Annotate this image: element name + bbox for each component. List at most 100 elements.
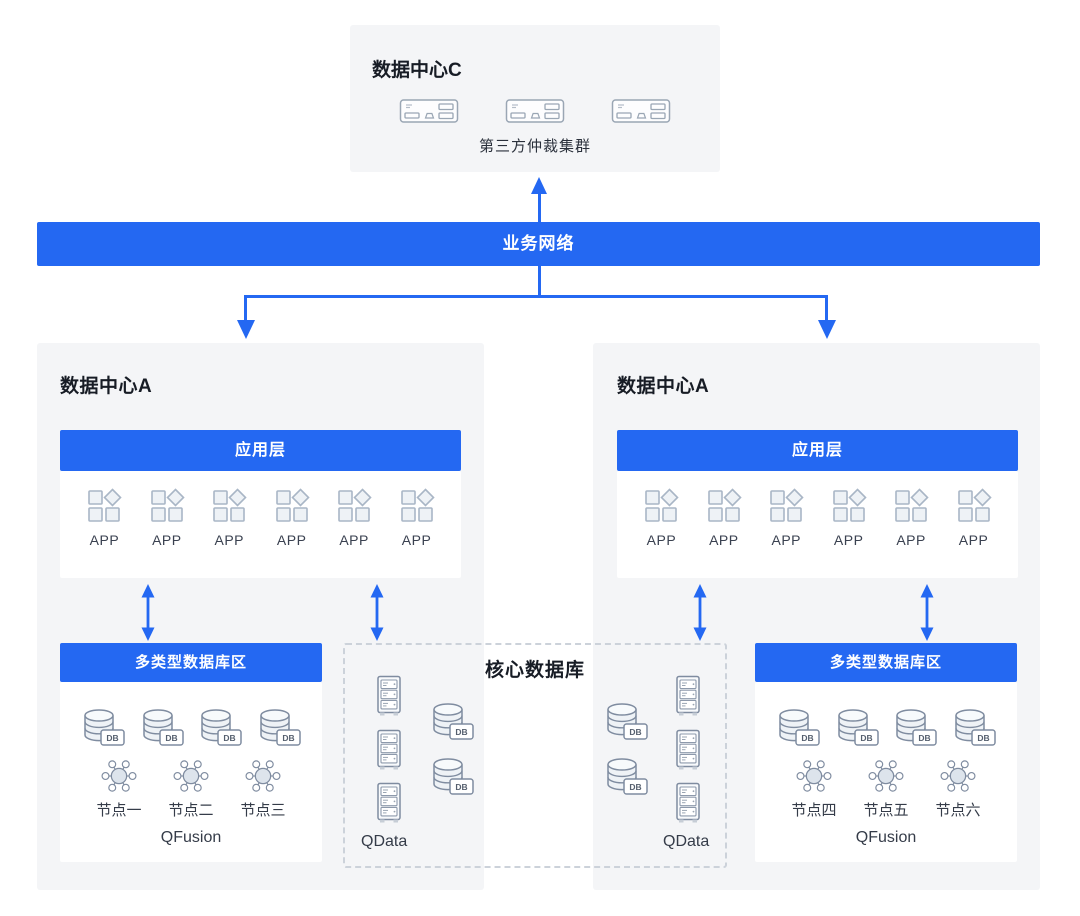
app-item: APP [956,471,992,548]
app-grid-icon [768,488,804,524]
server-icon [505,97,565,125]
datacenter-right-panel: 数据中心A 应用层 APP APP APP APP APP [593,343,1040,890]
node-label: 节点二 [168,802,214,819]
app-grid-icon [956,488,992,524]
cluster-node-icon [868,758,904,794]
app-item: APP [643,471,679,548]
app-label: APP [958,532,989,548]
app-grid-icon [893,488,929,524]
db-zone-bar: 多类型数据库区 [60,643,322,682]
node-label: 节点四 [791,802,837,819]
database-icon [429,757,475,797]
node-item: 节点一 [86,758,152,820]
app-grid-icon [831,488,867,524]
cluster-node-icon [796,758,832,794]
connector-line [244,295,828,298]
db-row [60,708,322,748]
server-icon [399,97,459,125]
datacenter-right-title: 数据中心A [617,376,710,397]
rack-server-icon [673,782,703,824]
app-item: APP [399,471,435,548]
cluster-node-icon [245,758,281,794]
node-label: 节点六 [935,802,981,819]
business-network-banner: 业务网络 [37,222,1040,266]
db-row [755,708,1017,748]
app-grid-icon [336,488,372,524]
db-zone-bar: 多类型数据库区 [755,643,1017,682]
rack-server-icon [374,782,404,824]
connector-line [538,266,541,296]
node-item: 节点六 [925,758,991,820]
app-label: APP [709,532,739,548]
app-label: APP [339,532,369,548]
node-label: 节点三 [240,802,286,819]
qfusion-label: QFusion [855,829,917,846]
connector-line [825,295,828,321]
server-icon [611,97,671,125]
node-item: 节点二 [158,758,224,820]
qfusion-label: QFusion [160,829,222,846]
database-icon [139,708,185,748]
app-grid-icon [399,488,435,524]
app-label: APP [89,532,120,548]
database-icon [834,708,880,748]
rack-server-icon [374,675,404,717]
app-layer-bar: 应用层 [617,430,1018,471]
arrow-down-icon [818,320,836,339]
app-layer-bar: 应用层 [60,430,461,471]
cluster-node-icon [940,758,976,794]
app-label: APP [276,532,307,548]
rack-server-icon [673,729,703,771]
app-area: APP APP APP APP APP APP [60,471,461,578]
node-row: 节点四 节点五 节点六 [755,758,1017,820]
app-area: APP APP APP APP APP APP [617,471,1018,578]
qfusion-panel: 节点四 节点五 节点六 QFusion [755,682,1017,862]
app-label: APP [152,532,182,548]
rack-server-icon [673,675,703,717]
app-item: APP [768,471,804,548]
node-row: 节点一 节点二 节点三 [60,758,322,820]
arbitration-cluster-label: 第三方仲裁集群 [478,138,591,155]
cluster-node-icon [101,758,137,794]
cluster-node-icon [173,758,209,794]
database-icon [603,757,649,797]
app-grid-icon [274,488,310,524]
app-label: APP [401,532,432,548]
app-label: APP [833,532,864,548]
double-arrow-icon [920,584,934,641]
arbitration-server-row [350,97,720,125]
app-item: APP [211,471,247,548]
double-arrow-icon [370,584,384,641]
qdata-right-label: QData [663,833,710,850]
app-item: APP [706,471,742,548]
app-grid-icon [149,488,185,524]
app-item: APP [149,471,185,548]
datacenter-c-panel: 数据中心C 第三方仲裁集群 [350,25,720,172]
core-database-title: 核心数据库 [484,660,585,681]
datacenter-left-panel: 数据中心A 应用层 APP APP APP APP APP [37,343,484,890]
connector-line [244,295,247,321]
database-icon [775,708,821,748]
connector-line [538,193,541,222]
app-item: APP [336,471,372,548]
app-item: APP [831,471,867,548]
double-arrow-icon [693,584,707,641]
arrow-up-icon [531,177,547,194]
app-label: APP [896,532,926,548]
database-icon [197,708,243,748]
app-label: APP [771,532,802,548]
app-label: APP [214,532,245,548]
qdata-left-label: QData [361,833,408,850]
database-icon [603,702,649,742]
node-item: 节点三 [230,758,296,820]
database-icon [892,708,938,748]
node-item: 节点四 [781,758,847,820]
database-icon [429,702,475,742]
database-icon [256,708,302,748]
app-label: APP [646,532,677,548]
rack-server-icon [374,729,404,771]
app-grid-icon [86,488,122,524]
database-icon [951,708,997,748]
double-arrow-icon [141,584,155,641]
